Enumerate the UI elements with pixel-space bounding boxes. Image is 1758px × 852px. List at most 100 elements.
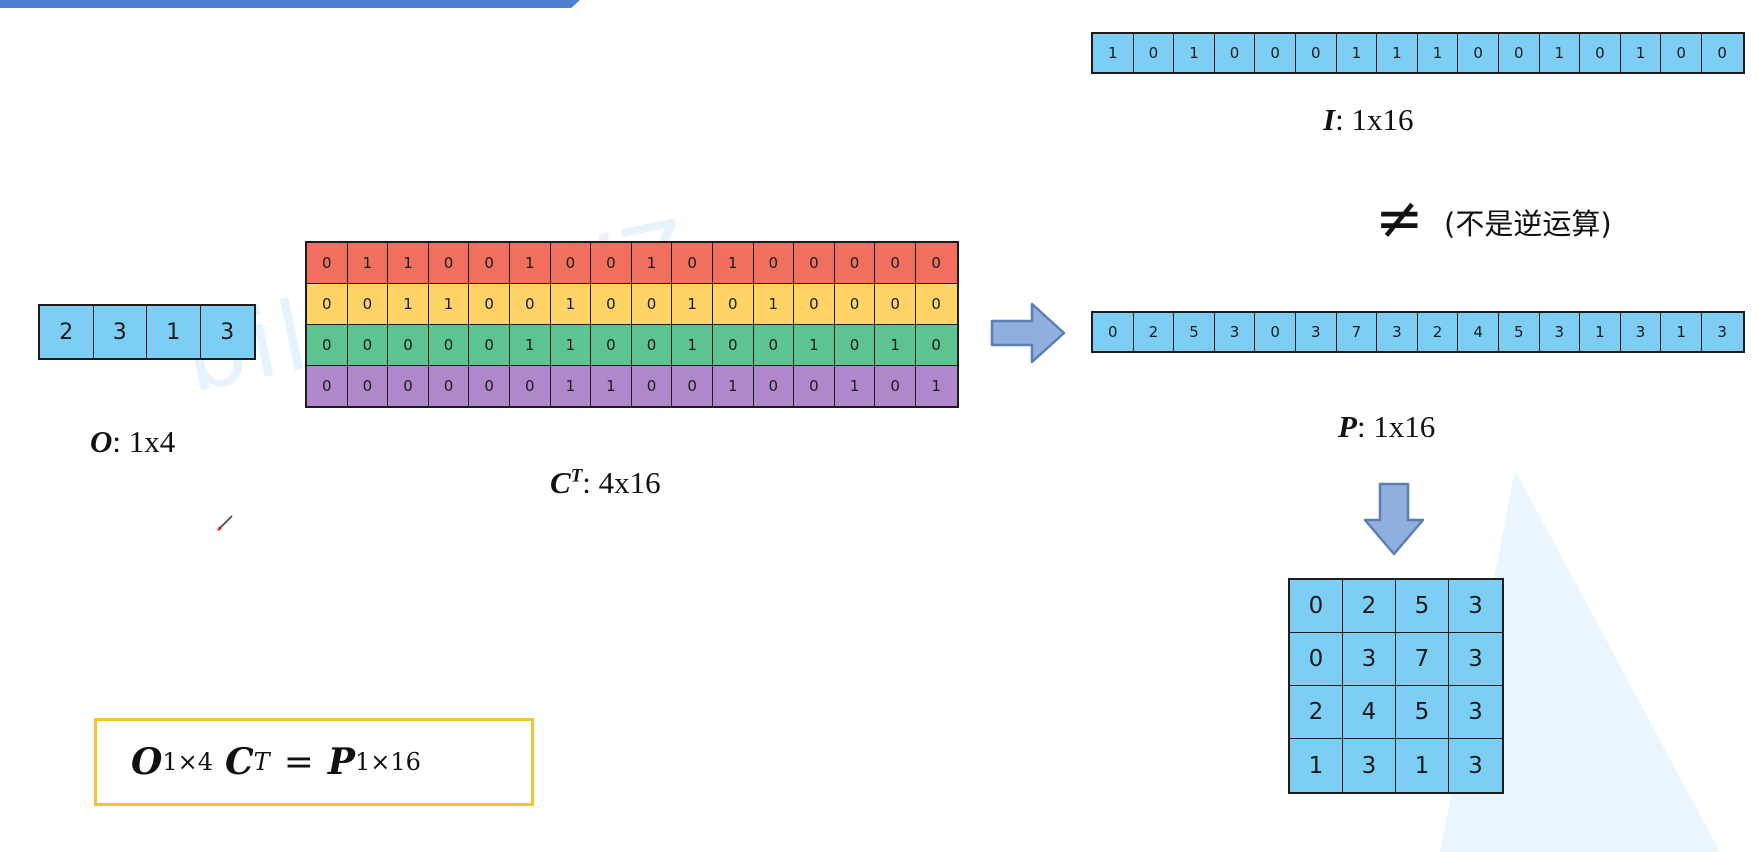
matrix-ct-symbol: C <box>550 465 571 500</box>
cell: 0 <box>1290 580 1343 633</box>
vector-i-symbol: I <box>1323 102 1336 137</box>
cell: 3 <box>1449 633 1502 686</box>
cell: 0 <box>1701 34 1743 72</box>
formula-p: P <box>327 741 355 783</box>
cell: 0 <box>915 325 957 365</box>
cell: 0 <box>794 243 835 283</box>
cell: 0 <box>1093 313 1134 351</box>
cell: 1 <box>1093 34 1134 72</box>
cell: 0 <box>915 243 957 283</box>
cell: 0 <box>307 243 348 283</box>
vector-o-dims: : 1x4 <box>112 424 176 459</box>
cell: 0 <box>1255 34 1296 72</box>
not-equal-symbol: ≠ <box>1375 184 1424 252</box>
cell: 3 <box>1343 739 1396 792</box>
cell: 2 <box>1343 580 1396 633</box>
down-arrow-icon <box>1363 482 1425 556</box>
right-arrow-icon <box>990 302 1066 364</box>
cell: 1 <box>712 366 754 406</box>
cell: 0 <box>834 243 876 283</box>
cell: 3 <box>1701 313 1743 351</box>
cell: 0 <box>875 366 916 406</box>
cell: 0 <box>1458 34 1499 72</box>
cell: 7 <box>1396 633 1449 686</box>
vector-o-symbol: O <box>90 424 113 459</box>
cell: 1 <box>1580 313 1621 351</box>
vector-i-dims: : 1x16 <box>1335 102 1414 137</box>
cell: 0 <box>875 284 916 324</box>
cell: 3 <box>1449 739 1502 792</box>
cell: 0 <box>631 325 673 365</box>
cell: 1 <box>1290 739 1343 792</box>
cell: 0 <box>307 284 348 324</box>
top-accent-bar <box>0 0 580 8</box>
cell: 1 <box>347 243 389 283</box>
formula-o: O <box>131 741 163 783</box>
cell: 1 <box>753 284 795 324</box>
cell: 0 <box>1133 34 1175 72</box>
cell: 2 <box>1417 313 1459 351</box>
cell: 2 <box>1133 313 1175 351</box>
cell: 3 <box>1620 313 1662 351</box>
formula-equals: = <box>283 741 314 783</box>
cell: 0 <box>1661 34 1702 72</box>
cell: 0 <box>307 325 348 365</box>
cell: 1 <box>550 366 592 406</box>
cell: 1 <box>794 325 835 365</box>
cell: 0 <box>469 243 510 283</box>
cell: 0 <box>307 366 348 406</box>
cell: 0 <box>1580 34 1621 72</box>
cell: 0 <box>591 284 632 324</box>
cell: 5 <box>1396 686 1449 739</box>
cell: 0 <box>591 243 632 283</box>
cell: 5 <box>1498 313 1540 351</box>
cell: 0 <box>1214 34 1256 72</box>
formula-p-sup: 1×16 <box>354 748 421 776</box>
vector-p-label: P: 1x16 <box>1338 409 1435 445</box>
cell: 0 <box>915 284 957 324</box>
cell: 0 <box>794 284 835 324</box>
cell: 1 <box>1620 34 1662 72</box>
cell: 0 <box>347 366 389 406</box>
formula-c: C <box>225 741 254 783</box>
cell: 1 <box>1336 34 1378 72</box>
cell: 2 <box>40 306 94 358</box>
cell: 3 <box>1539 313 1581 351</box>
cell: 1 <box>915 366 957 406</box>
cell: 0 <box>834 325 876 365</box>
cell: 0 <box>794 366 835 406</box>
cell: 0 <box>875 243 916 283</box>
cell: 0 <box>469 325 510 365</box>
formula-c-sup: T <box>253 748 270 776</box>
cell: 0 <box>509 366 551 406</box>
cell: 3 <box>200 306 254 358</box>
cell: 0 <box>428 243 470 283</box>
cell: 0 <box>753 243 795 283</box>
cell: 1 <box>509 243 551 283</box>
cell: 0 <box>388 325 429 365</box>
cell: 1 <box>1174 34 1215 72</box>
cell: 1 <box>550 284 592 324</box>
cell: 1 <box>631 243 673 283</box>
cell: 3 <box>1214 313 1256 351</box>
cell: 0 <box>428 325 470 365</box>
cell: 1 <box>1661 313 1702 351</box>
cell: 0 <box>1290 633 1343 686</box>
cell: 0 <box>388 366 429 406</box>
cell: 3 <box>1449 580 1502 633</box>
cell: 1 <box>509 325 551 365</box>
cell: 1 <box>1539 34 1581 72</box>
cell: 3 <box>1343 633 1396 686</box>
not-inverse-note: (不是逆运算) <box>1444 207 1612 241</box>
cell: 1 <box>428 284 470 324</box>
cell: 0 <box>509 284 551 324</box>
cell: 1 <box>834 366 876 406</box>
pen-cursor-icon <box>217 515 233 531</box>
cell: 1 <box>1377 34 1418 72</box>
cell: 1 <box>388 284 429 324</box>
